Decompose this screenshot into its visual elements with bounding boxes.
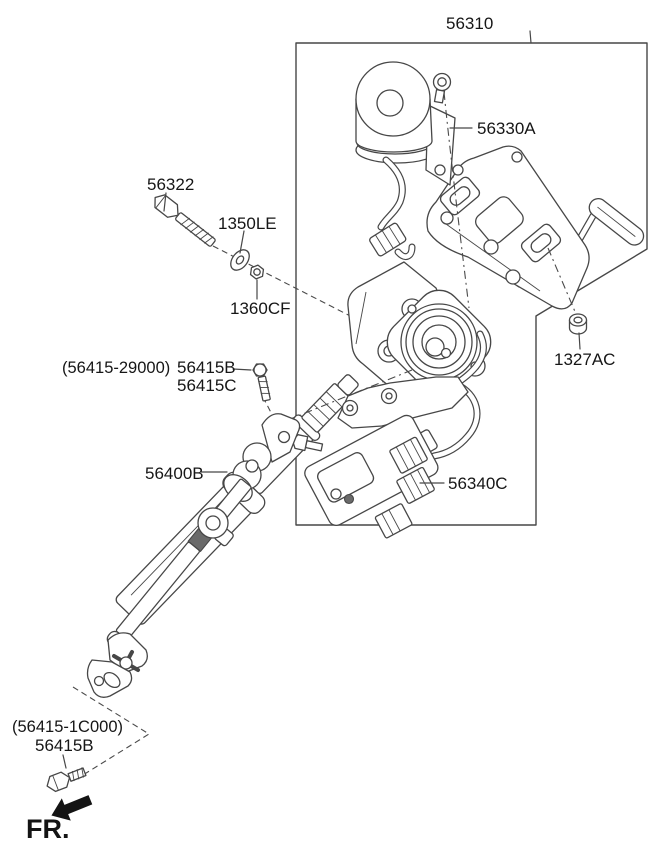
leader-1327AC — [578, 332, 581, 350]
leader-56322 — [163, 192, 167, 212]
part-label-56340C[interactable]: 56340C — [448, 474, 508, 493]
part-label-56310[interactable]: 56310 — [446, 14, 493, 33]
part-label-range-lower[interactable]: (56415-1C000) — [12, 718, 123, 736]
mounting-nut — [568, 313, 588, 335]
part-label-56415B-upper[interactable]: 56415B — [177, 358, 236, 377]
leader-56415B-lower — [62, 754, 67, 769]
part-label-56415B-lower[interactable]: 56415B — [35, 736, 94, 755]
part-label-56400B[interactable]: 56400B — [145, 464, 204, 483]
part-label-56330A[interactable]: 56330A — [477, 119, 536, 138]
motor-connector — [369, 222, 407, 257]
leader-56310 — [529, 30, 532, 44]
bolt-56322 — [154, 194, 216, 247]
front-marker-label: FR. — [26, 814, 70, 844]
controller-screw — [330, 488, 342, 500]
intermediate-shaft — [86, 413, 301, 698]
bracket-capsule-left — [439, 176, 481, 216]
steering-assist-motor — [355, 61, 456, 261]
controller-module — [304, 414, 439, 539]
mounting-bracket — [426, 145, 590, 310]
pinch-bolt-lower — [46, 767, 87, 793]
part-label-range-upper[interactable]: (56415-29000) — [62, 359, 170, 377]
part-label-1360CF[interactable]: 1360CF — [230, 299, 290, 318]
assembly-boundary-box — [295, 42, 648, 526]
assembly-line-mount-nut — [547, 247, 577, 315]
part-label-56322[interactable]: 56322 — [147, 175, 194, 194]
leader-56415B-upper — [232, 368, 252, 371]
lower-ujoint-yoke-a — [107, 632, 148, 673]
mount-bolt-upper — [432, 72, 452, 104]
part-label-1327AC[interactable]: 1327AC — [554, 350, 615, 369]
assembly-line-bolt-56322 — [212, 245, 367, 325]
controller-screw-dark — [343, 493, 355, 505]
pinch-bolt-upper — [252, 363, 271, 402]
nut-1360CF — [249, 264, 265, 280]
fr-direction-arrow — [51, 795, 93, 821]
washer-1350LE — [230, 249, 250, 271]
assembly-line-pinch-lower — [72, 686, 151, 776]
part-label-1350LE[interactable]: 1350LE — [218, 214, 277, 233]
part-label-56415C[interactable]: 56415C — [177, 376, 237, 395]
leader-1350LE — [239, 230, 245, 254]
gearbox-flange — [386, 289, 492, 395]
bracket-capsule-right — [520, 223, 562, 263]
